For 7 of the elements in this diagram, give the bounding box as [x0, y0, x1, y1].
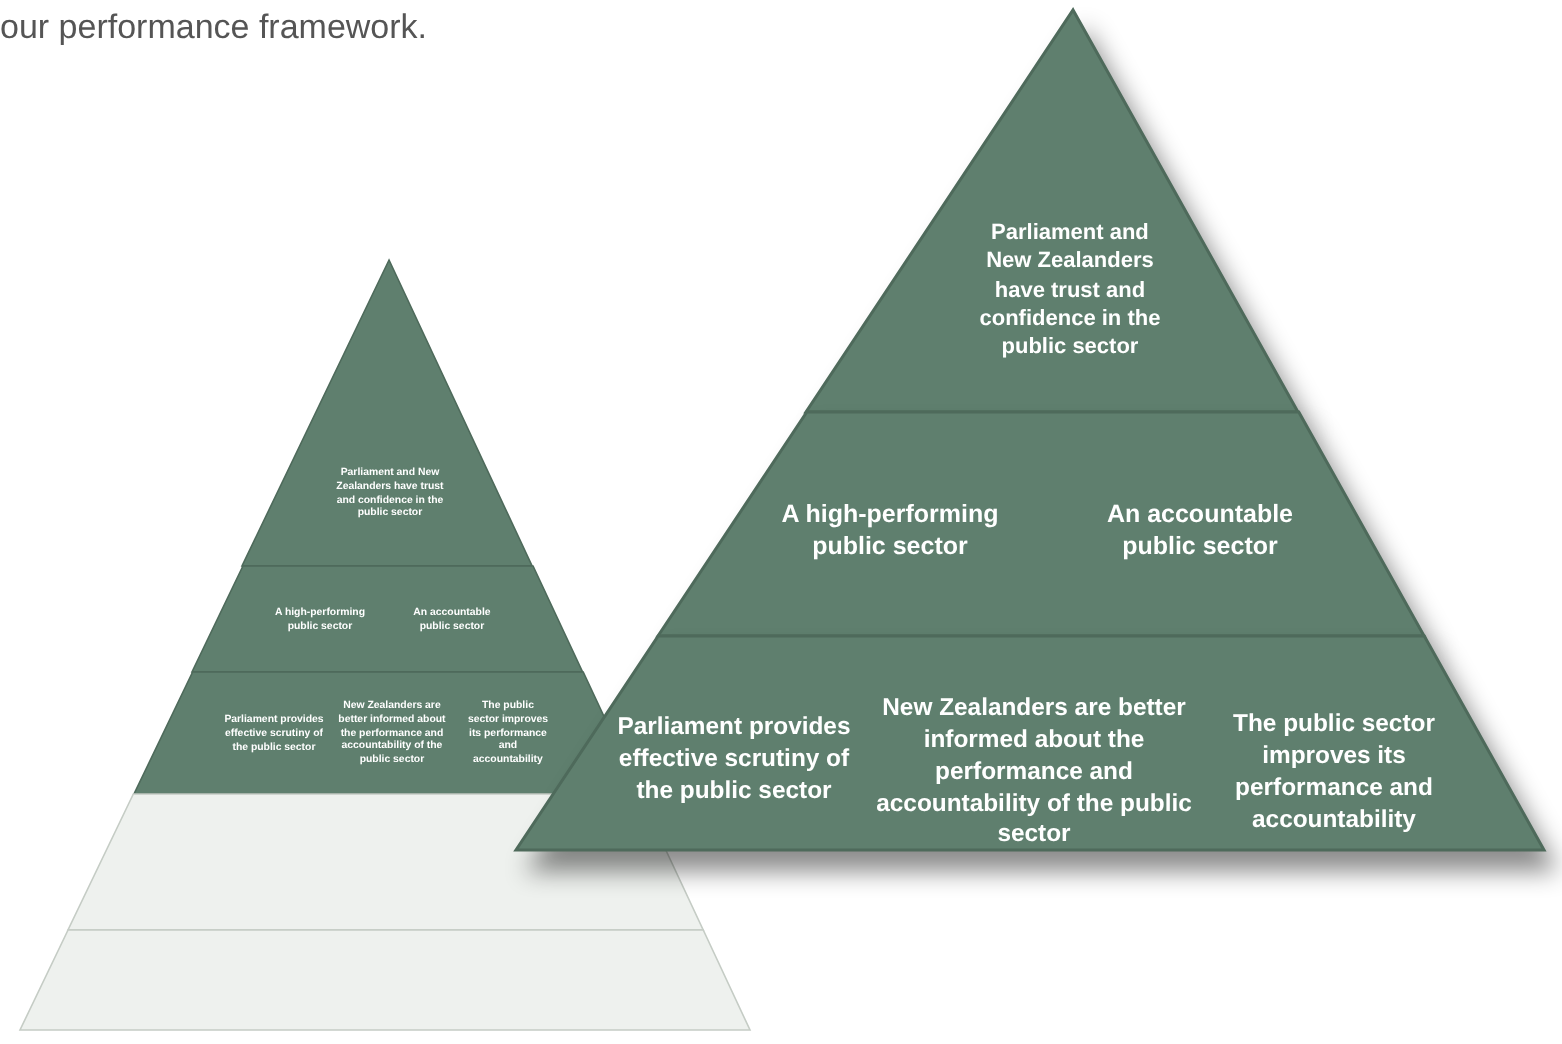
tier-text: A high-performing public sector	[779, 497, 1001, 563]
tier-text: Parliament provides effective scrutiny of the public sector	[615, 712, 853, 808]
tier-text: Parliament and New Zealanders have trust and confidence in the public sector	[977, 218, 1163, 362]
tier-text: An accountable public sector	[1104, 497, 1296, 563]
heading-text: our performance framework.	[0, 8, 428, 48]
tier-text: The public sector improves its performance and accountability	[1231, 708, 1437, 836]
tier-text: New Zealanders are better informed about the performance and accountability of the public sector	[874, 692, 1194, 852]
